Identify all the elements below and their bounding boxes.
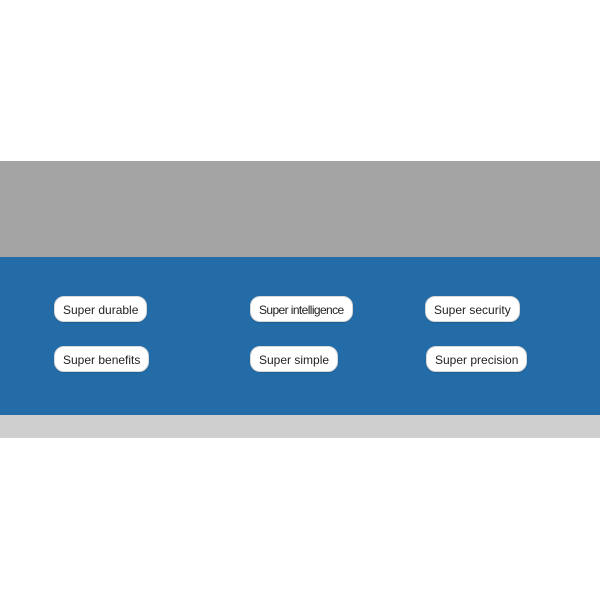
feature-tag-super-security[interactable]: Super security	[425, 296, 520, 322]
bottom-whitespace	[0, 438, 600, 600]
gray-banner	[0, 161, 600, 257]
footer-strip	[0, 415, 600, 438]
feature-tag-super-durable[interactable]: Super durable	[54, 296, 148, 322]
features-panel	[0, 257, 600, 415]
feature-tag-super-intelligence[interactable]: Super intelligence	[250, 296, 353, 322]
feature-tag-super-simple[interactable]: Super simple	[250, 346, 339, 372]
top-whitespace	[0, 0, 600, 161]
feature-tag-super-precision[interactable]: Super precision	[426, 346, 528, 372]
feature-tag-super-benefits[interactable]: Super benefits	[54, 346, 150, 372]
